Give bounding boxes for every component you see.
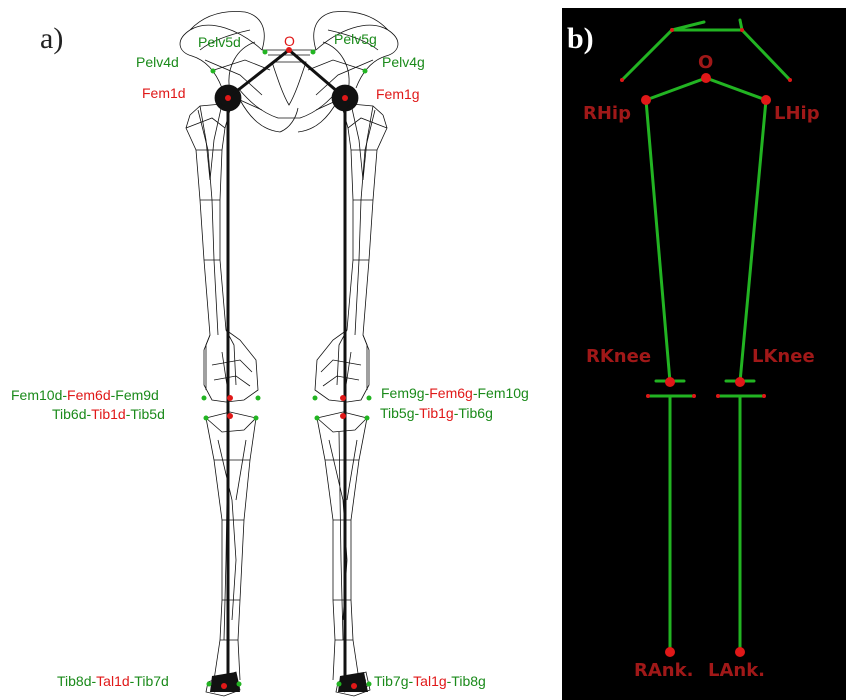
label-fem9g: Fem9g- [381,385,430,401]
stick-joints [620,28,792,657]
label-fem1d: Fem1d [142,85,186,101]
label-fem10g: -Fem10g [473,385,529,401]
label-tal1g: Tal1g [413,673,446,689]
label-fem6d: Fem6d [67,387,111,403]
bone-wireframe [180,12,398,696]
label-tib1g: Tib1g [419,405,454,421]
label-origin-b: O [698,52,713,73]
label-tib7d: -Tib7d [130,673,169,689]
label-tib8d: Tib8d- [57,673,97,689]
label-pelv5g: Pelv5g [334,31,377,47]
label-tib6g: -Tib6g [454,405,493,421]
label-fem10d: Fem10d- [11,387,67,403]
label-rhip: RHip [583,103,631,124]
label-tib6d: Tib6d- [52,406,92,422]
label-pelv4g: Pelv4g [382,54,425,70]
label-fem6g: Fem6g [429,385,473,401]
label-knee-left-tibia: Tib5g-Tib1g-Tib6g [380,405,493,421]
label-knee-right-femur: Fem10d-Fem6d-Fem9d [11,387,159,403]
label-ankle-right: Tib8d-Tal1d-Tib7d [57,673,169,689]
label-tib5d: -Tib5d [126,406,165,422]
label-ankle-left: Tib7g-Tal1g-Tib8g [374,673,486,689]
panel-letter-b: b) [567,22,594,56]
label-rank: RAnk. [634,660,693,681]
model-chain [228,50,345,690]
label-lhip: LHip [774,103,820,124]
label-tib1d: Tib1d [91,406,126,422]
label-rknee: RKnee [586,346,651,367]
label-origin-a: O [284,33,295,49]
label-fem1g: Fem1g [376,86,420,102]
label-lknee: LKnee [752,346,815,367]
panel-letter-a: a) [40,22,63,56]
label-tal1d: Tal1d [96,673,129,689]
label-knee-right-tibia: Tib6d-Tib1d-Tib5d [52,406,165,422]
label-pelv5d: Pelv5d [198,34,241,50]
label-pelv4d: Pelv4d [136,54,179,70]
label-tib7g: Tib7g- [374,673,414,689]
label-lank: LAnk. [708,660,765,681]
label-tib5g: Tib5g- [380,405,420,421]
label-knee-left-femur: Fem9g-Fem6g-Fem10g [381,385,529,401]
label-tib8g: -Tib8g [447,673,486,689]
label-fem9d: -Fem9d [111,387,159,403]
stick-skeleton [622,20,790,652]
panel-b-labels: O RHip LHip RKnee LKnee RAnk. LAnk. [583,52,820,681]
